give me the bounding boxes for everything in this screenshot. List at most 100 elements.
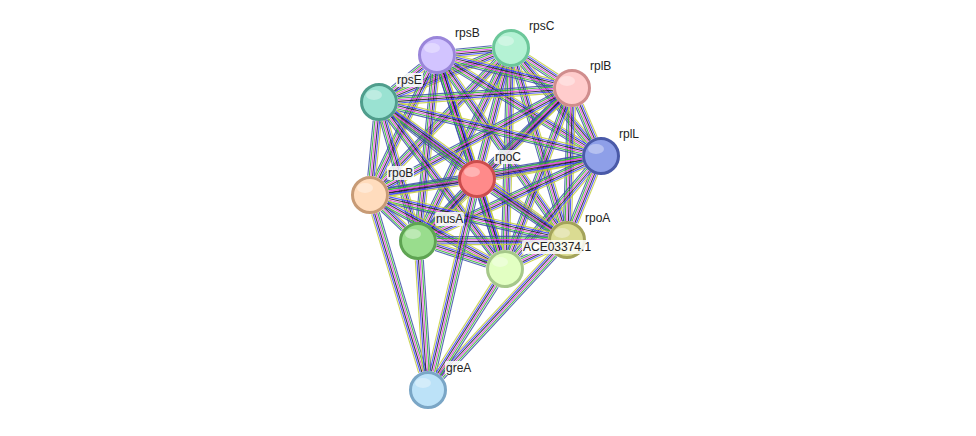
evidence-line: [439, 252, 552, 374]
protein-circle: [399, 222, 437, 260]
evidence-line: [393, 66, 421, 89]
interaction-edge: [398, 85, 554, 104]
protein-circle: [458, 160, 496, 198]
evidence-line: [383, 209, 404, 229]
evidence-line: [579, 106, 593, 139]
node-label: rpsB: [454, 26, 481, 40]
protein-circle: [418, 36, 456, 74]
protein-circle: [486, 250, 524, 288]
node-circle: [494, 31, 529, 66]
evidence-line: [433, 194, 466, 229]
node-label: rpoA: [584, 211, 611, 225]
evidence-line: [398, 90, 553, 101]
interaction-edge: [397, 103, 584, 156]
evidence-line: [440, 286, 497, 375]
protein-node: rpoC: [458, 160, 496, 198]
evidence-line: [375, 213, 422, 372]
interaction-edge: [576, 104, 597, 140]
evidence-line: [436, 284, 493, 373]
evidence-line: [398, 89, 553, 100]
evidence-line: [437, 236, 548, 238]
protein-circle: [409, 371, 447, 409]
evidence-line: [422, 260, 429, 371]
gloss-highlight: [357, 183, 373, 193]
protein-node: rplL: [582, 137, 620, 175]
evidence-line: [396, 70, 425, 93]
evidence-line: [368, 121, 373, 176]
node-circle: [488, 252, 523, 287]
node-circle: [353, 178, 388, 213]
interaction-edge: [388, 178, 459, 196]
gloss-highlight: [415, 378, 431, 388]
evidence-line: [397, 109, 582, 154]
evidence-line: [398, 103, 583, 148]
evidence-line: [398, 92, 553, 103]
node-label: nusA: [435, 212, 464, 226]
protein-node: ACE03374.1: [486, 250, 524, 288]
evidence-line: [382, 210, 403, 230]
protein-circle: [351, 176, 389, 214]
protein-circle: [360, 83, 398, 121]
node-circle: [362, 85, 397, 120]
node-label: rplL: [618, 127, 640, 141]
gloss-highlight: [559, 76, 575, 86]
node-label: ACE03374.1: [522, 240, 592, 254]
node-circle: [584, 139, 619, 174]
protein-node: rpoB: [351, 176, 389, 214]
evidence-line: [423, 260, 430, 371]
protein-circle: [582, 137, 620, 175]
evidence-line: [495, 186, 554, 226]
protein-node: rpsB: [418, 36, 456, 74]
gloss-highlight: [405, 229, 421, 239]
protein-node: nusA: [399, 222, 437, 260]
node-circle: [411, 373, 446, 408]
evidence-line: [437, 237, 548, 239]
gloss-highlight: [492, 257, 508, 267]
node-label: rpsE: [396, 73, 423, 87]
node-circle: [460, 162, 495, 197]
protein-node: rplB: [553, 69, 591, 107]
evidence-line: [456, 46, 492, 49]
node-label: rpoC: [494, 150, 522, 164]
protein-node: greA: [409, 371, 447, 409]
evidence-line: [435, 283, 492, 372]
gloss-highlight: [366, 90, 382, 100]
gloss-highlight: [424, 43, 440, 53]
node-label: greA: [445, 361, 472, 375]
evidence-line: [386, 206, 488, 262]
evidence-line: [428, 197, 468, 371]
evidence-line: [397, 107, 582, 152]
evidence-line: [398, 85, 553, 96]
node-label: rpsC: [528, 19, 555, 33]
protein-circle: [492, 29, 530, 67]
evidence-line: [398, 87, 553, 98]
evidence-line: [577, 106, 591, 139]
interaction-edge: [372, 212, 427, 373]
evidence-line: [442, 287, 499, 376]
evidence-line: [439, 286, 496, 375]
interaction-edge: [415, 260, 430, 372]
gloss-highlight: [464, 167, 480, 177]
interaction-edge: [368, 121, 381, 177]
protein-node: rpsE: [360, 83, 398, 121]
protein-circle: [553, 69, 591, 107]
evidence-line: [576, 107, 590, 140]
node-label: rpoB: [387, 166, 414, 180]
evidence-line: [373, 214, 420, 373]
node-circle: [555, 71, 590, 106]
protein-node: rpsC: [492, 29, 530, 67]
gloss-highlight: [554, 228, 570, 238]
node-label: rplB: [589, 59, 612, 73]
gloss-highlight: [588, 144, 604, 154]
evidence-line: [420, 260, 427, 371]
evidence-line: [398, 104, 583, 149]
node-circle: [420, 38, 455, 73]
node-circle: [401, 224, 436, 259]
evidence-line: [395, 69, 423, 92]
interaction-edge: [435, 283, 498, 376]
evidence-line: [434, 162, 583, 231]
gloss-highlight: [498, 36, 514, 46]
evidence-line: [388, 179, 458, 189]
interaction-edge: [438, 251, 557, 379]
